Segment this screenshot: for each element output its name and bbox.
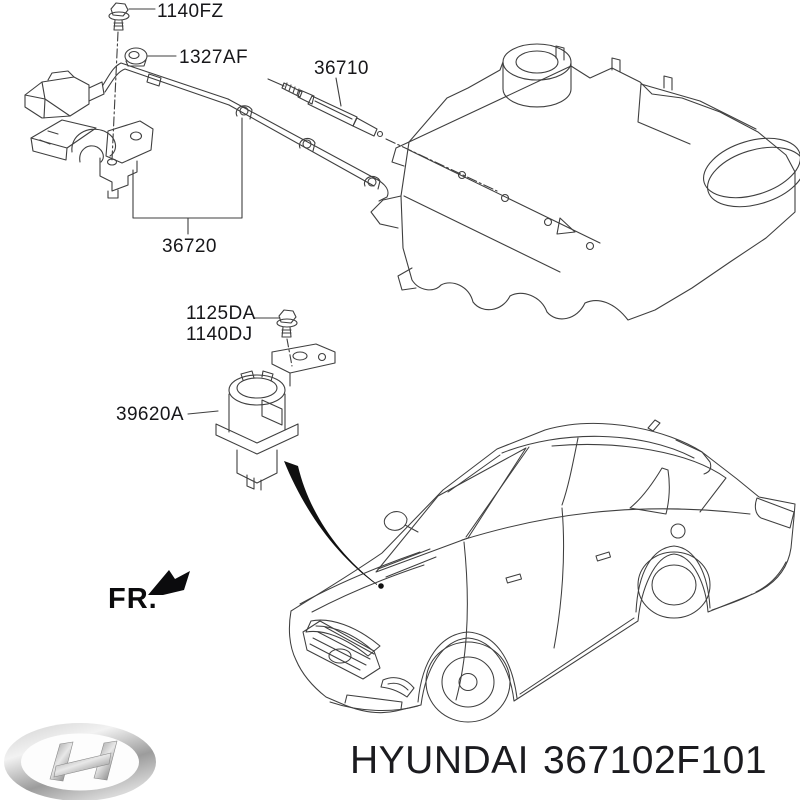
nut-icon-1327af xyxy=(124,47,148,67)
glow-plug-drawing xyxy=(267,78,384,138)
harness-bracket-drawing xyxy=(30,119,154,199)
bolt-icon-1140fz xyxy=(108,2,130,31)
hyundai-logo xyxy=(4,723,156,800)
harness-rail-drawing xyxy=(227,98,389,202)
footer-part-text: HYUNDAI 367102F101 xyxy=(350,739,767,783)
part-label-39620a: 39620A xyxy=(116,404,184,425)
leader-bracket-36720 xyxy=(132,117,243,235)
fr-direction-label: FR. xyxy=(108,583,158,615)
bolt-icon-1125da xyxy=(276,309,298,338)
relay-bolt-axis-line xyxy=(286,338,293,367)
part-label-1140dj: 1140DJ xyxy=(186,324,253,345)
part-label-1140fz: 1140FZ xyxy=(157,1,224,22)
pointer-wedge xyxy=(284,461,384,589)
leader-line-39620a xyxy=(187,410,219,415)
relay-drawing xyxy=(215,343,336,491)
fr-direction-arrow xyxy=(148,570,190,595)
part-label-36710: 36710 xyxy=(314,58,369,79)
footer-part-number: 367102F101 xyxy=(543,739,768,782)
leader-line-36710 xyxy=(335,77,342,107)
car-drawing xyxy=(288,419,796,723)
part-label-1125da: 1125DA xyxy=(186,303,256,324)
harness-connector-drawing xyxy=(24,70,105,119)
footer-make: HYUNDAI xyxy=(350,739,530,782)
engine-drawing xyxy=(370,43,800,321)
part-label-1327af: 1327AF xyxy=(179,47,248,68)
plug-axis-line xyxy=(385,138,498,192)
harness-cable-drawing xyxy=(102,62,230,106)
part-label-36720: 36720 xyxy=(162,236,217,257)
